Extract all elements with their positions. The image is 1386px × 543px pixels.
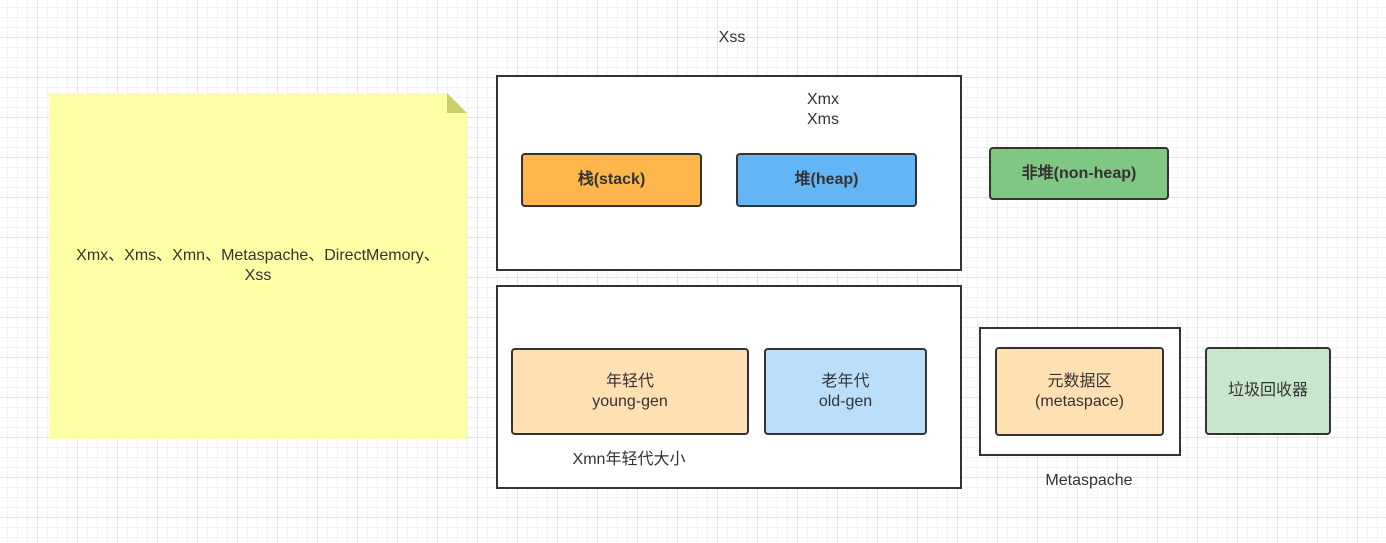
stack-label: 栈(stack) xyxy=(577,171,646,188)
old-gen-box: 老年代 old-gen xyxy=(764,348,927,435)
young-gen-label-cn: 年轻代 xyxy=(605,372,654,390)
sticky-note-fold xyxy=(447,93,467,113)
metaspace-label-cn: 元数据区 xyxy=(1047,372,1112,390)
old-gen-label-en: old-gen xyxy=(818,392,873,410)
metaspace-caption: Metaspache xyxy=(1045,472,1133,489)
sticky-note-text: Xmx、Xms、Xmn、Metaspache、DirectMemory、 Xss xyxy=(49,93,467,439)
xss-top-label: Xss xyxy=(718,29,746,46)
non-heap-label: 非堆(non-heap) xyxy=(1021,164,1137,182)
sticky-note-line-1: Xmx、Xms、Xmn、Metaspache、DirectMemory、 xyxy=(76,247,440,264)
metaspace-label-en: (metaspace) xyxy=(1035,392,1124,410)
stack-box: 栈(stack) xyxy=(521,153,702,207)
metaspace-box: 元数据区 (metaspace) xyxy=(995,347,1164,436)
sticky-note-line-2: Xss xyxy=(244,267,272,284)
gc-label: 垃圾回收器 xyxy=(1227,382,1308,399)
xms-label: Xms xyxy=(807,111,839,128)
sticky-note-shape xyxy=(49,93,467,439)
sticky-note-body xyxy=(49,93,467,439)
young-gen-box: 年轻代 young-gen xyxy=(511,348,749,435)
young-gen-label-en: young-gen xyxy=(592,392,668,410)
heap-label: 堆(heap) xyxy=(794,171,859,188)
gc-box: 垃圾回收器 xyxy=(1205,347,1331,435)
xmn-caption: Xmn年轻代大小 xyxy=(572,451,686,468)
non-heap-box: 非堆(non-heap) xyxy=(989,147,1169,200)
xmx-label: Xmx xyxy=(807,91,839,108)
old-gen-label-cn: 老年代 xyxy=(821,372,870,390)
heap-box: 堆(heap) xyxy=(736,153,917,207)
sticky-note: Xmx、Xms、Xmn、Metaspache、DirectMemory、 Xss xyxy=(49,93,467,439)
